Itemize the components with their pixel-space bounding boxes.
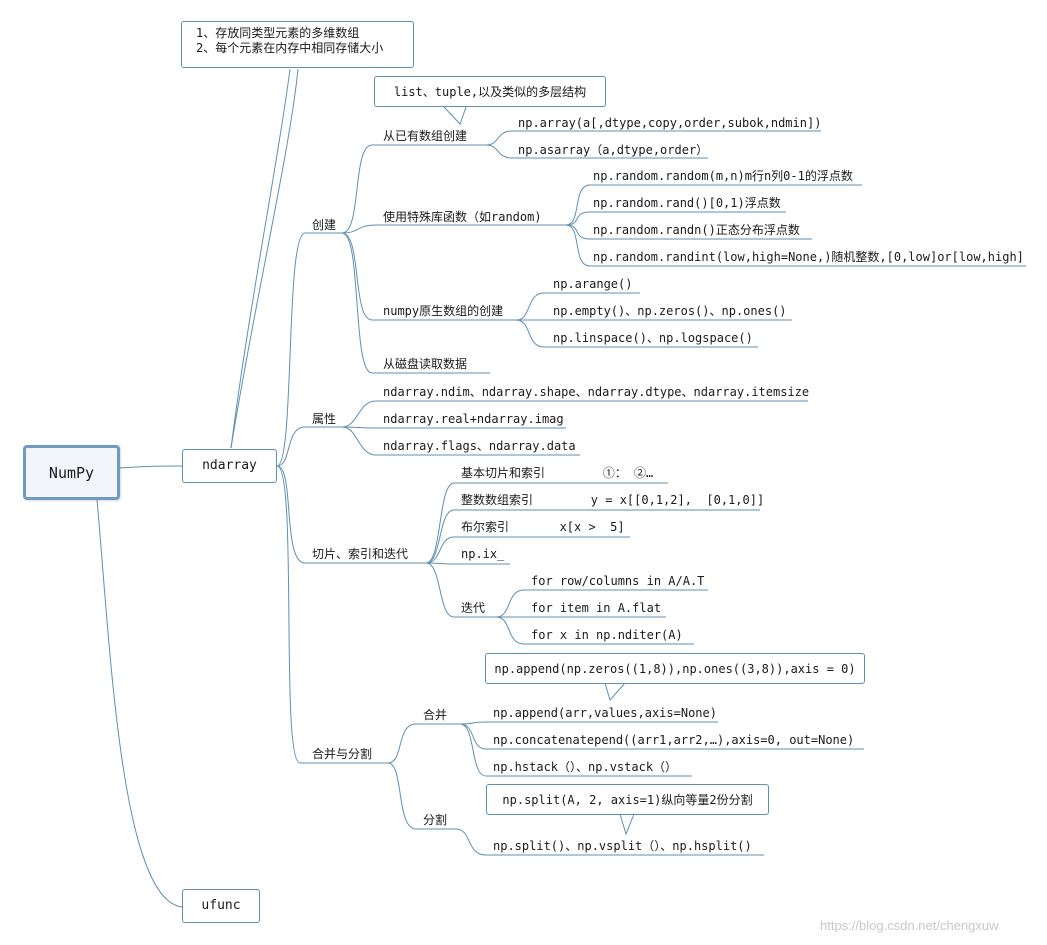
node-read-disk[interactable]: 从磁盘读取数据: [383, 357, 468, 371]
leaf-random-randint[interactable]: np.random.randint(low,high=None,)随机整数,[0…: [593, 250, 1024, 264]
leaf-random-randn[interactable]: np.random.randn()正态分布浮点数: [593, 223, 800, 237]
note-split-text: np.split(A, 2, axis=1)纵向等量2份分割: [502, 792, 753, 807]
root-label: NumPy: [48, 463, 95, 482]
leaf-iter-flat[interactable]: for item in A.flat: [531, 601, 662, 615]
node-merge[interactable]: 合并: [423, 708, 448, 722]
node-native-create[interactable]: numpy原生数组的创建: [383, 304, 504, 318]
ndarray-note: 1、存放同类型元素的多维数组 2、每个元素在内存中相同存储大小: [181, 21, 414, 68]
leaf-np-array[interactable]: np.array(a[,dtype,copy,order,subok,ndmin…: [518, 116, 822, 130]
leaf-arange[interactable]: np.arange(): [553, 277, 633, 291]
leaf-hstack-vstack[interactable]: np.hstack（）、np.vstack（）: [493, 760, 678, 774]
note-from-existing-text: list、tuple,以及类似的多层结构: [393, 84, 587, 99]
node-special-funcs[interactable]: 使用特殊库函数（如random): [383, 210, 542, 224]
leaf-split-funcs[interactable]: np.split()、np.vsplit（）、np.hsplit(): [493, 839, 752, 853]
note-line-1: 1、存放同类型元素的多维数组: [196, 26, 360, 40]
leaf-empty-zeros-ones[interactable]: np.empty()、np.zeros()、np.ones(): [553, 304, 787, 318]
branch-create[interactable]: 创建: [312, 218, 337, 232]
leaf-np-append[interactable]: np.append(arr,values,axis=None): [493, 706, 717, 720]
leaf-int-array-index[interactable]: 整数数组索引 y = x[[0,1,2], [0,1,0]]: [461, 493, 765, 507]
leaf-basic-slicing[interactable]: 基本切片和索引 ①： ②…: [461, 466, 654, 480]
node-iteration[interactable]: 迭代: [461, 601, 486, 615]
node-from-existing[interactable]: 从已有数组创建: [383, 129, 468, 143]
branch-slicing[interactable]: 切片、索引和迭代: [312, 547, 409, 561]
leaf-np-ix[interactable]: np.ix_: [461, 547, 505, 561]
leaf-random-random[interactable]: np.random.random(m,n)m行n列0-1的浮点数: [593, 169, 853, 183]
note-from-existing: list、tuple,以及类似的多层结构: [374, 76, 606, 107]
note-split: np.split(A, 2, axis=1)纵向等量2份分割: [486, 784, 769, 815]
branch-merge-split[interactable]: 合并与分割: [312, 747, 373, 761]
node-ndarray[interactable]: ndarray: [182, 449, 277, 483]
root-node-numpy[interactable]: NumPy: [23, 445, 120, 500]
ndarray-label: ndarray: [202, 458, 257, 473]
leaf-iter-nditer[interactable]: for x in np.nditer(A): [531, 628, 683, 642]
leaf-np-concatenate[interactable]: np.concatenatepend((arr1,arr2,…),axis=0,…: [493, 733, 855, 747]
note-merge-text: np.append(np.zeros((1,8)),np.ones((3,8))…: [494, 661, 856, 676]
node-ufunc[interactable]: ufunc: [182, 889, 260, 923]
watermark: https://blog.csdn.net/chengxuw: [820, 918, 999, 933]
leaf-np-asarray[interactable]: np.asarray（a,dtype,order）: [518, 143, 709, 157]
leaf-attr-flags-data[interactable]: ndarray.flags、ndarray.data: [383, 439, 576, 453]
leaf-bool-index[interactable]: 布尔索引 x[x > 5]: [461, 520, 625, 534]
leaf-iter-rows[interactable]: for row/columns in A/A.T: [531, 574, 705, 588]
ufunc-label: ufunc: [201, 898, 241, 913]
leaf-attr-real-imag[interactable]: ndarray.real+ndarray.imag: [383, 412, 564, 426]
node-split[interactable]: 分割: [423, 813, 448, 827]
note-merge: np.append(np.zeros((1,8)),np.ones((3,8))…: [485, 653, 865, 684]
branch-attributes[interactable]: 属性: [312, 412, 337, 426]
leaf-attr-ndim-shape[interactable]: ndarray.ndim、ndarray.shape、ndarray.dtype…: [383, 385, 810, 399]
leaf-linspace-logspace[interactable]: np.linspace()、np.logspace(): [553, 331, 753, 345]
note-line-2: 2、每个元素在内存中相同存储大小: [196, 41, 384, 55]
leaf-random-rand[interactable]: np.random.rand()[0,1)浮点数: [593, 196, 781, 210]
